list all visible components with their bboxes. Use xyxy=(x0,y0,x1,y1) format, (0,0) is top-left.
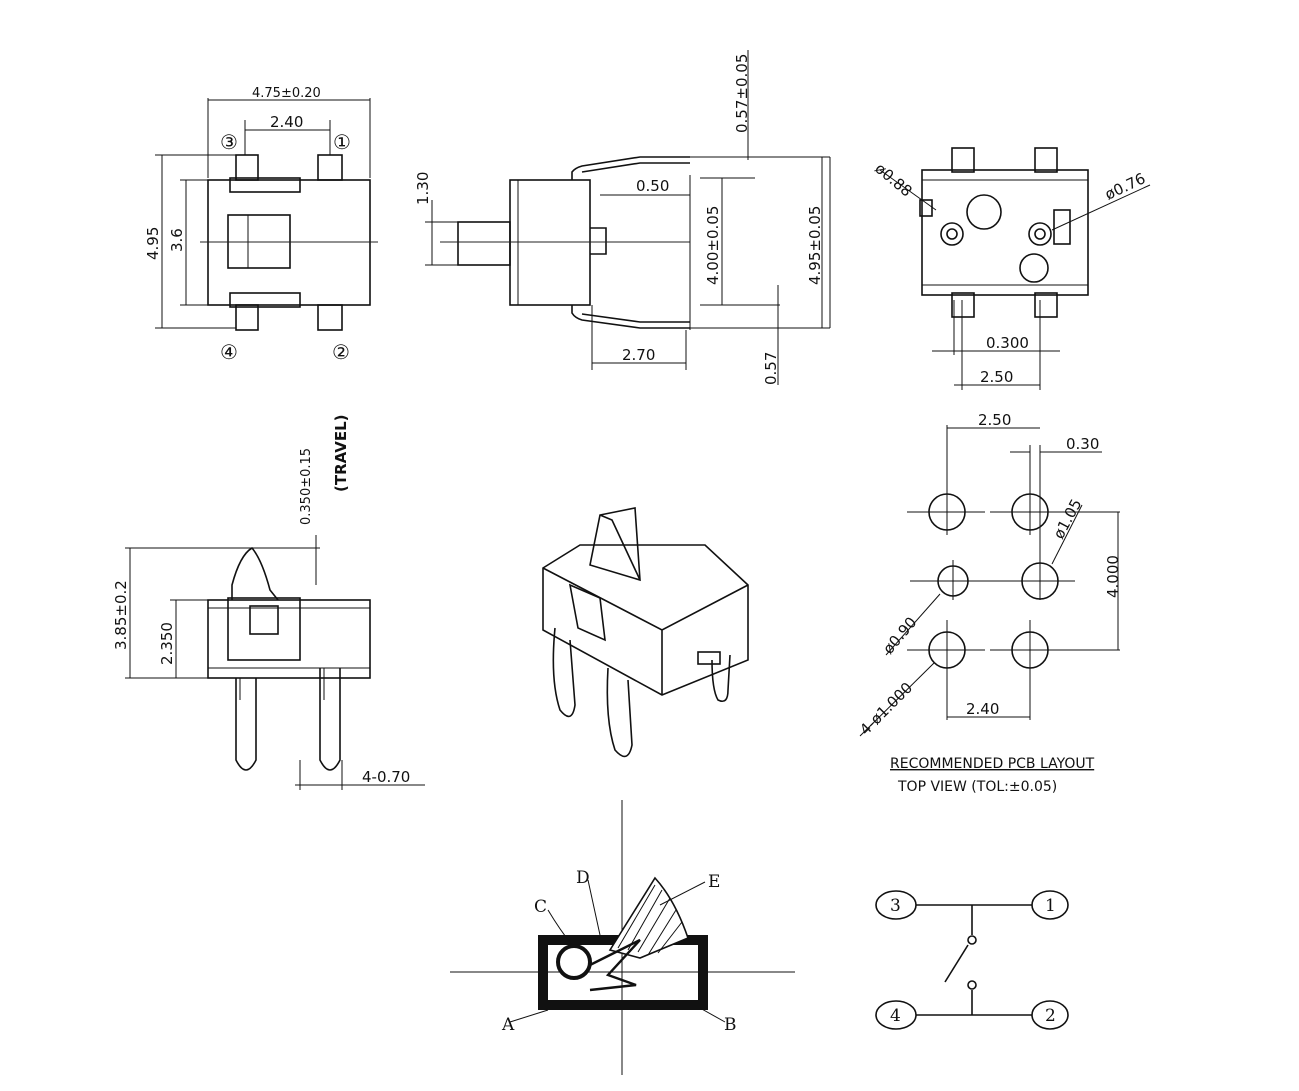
dim-bottom-pitch: 2.50 xyxy=(980,368,1013,386)
pcb-layout-subtitle: TOP VIEW (TOL:±0.05) xyxy=(897,779,1057,795)
pcb-dim-pitch-top: 2.50 xyxy=(978,411,1011,429)
dim-side-body-height: 4.00±0.05 xyxy=(704,206,722,285)
mechanism-label-d: D xyxy=(576,868,590,888)
pin-label-1: ① xyxy=(333,130,351,154)
mechanism-diagram: A B C D E xyxy=(450,800,795,1075)
pcb-layout-title: RECOMMENDED PCB LAYOUT xyxy=(890,756,1095,772)
dim-side-plunger-length: 2.70 xyxy=(622,346,655,364)
pin-label-3: ③ xyxy=(220,130,238,154)
bottom-view: ø0.88 ø0.76 0.300 2.50 xyxy=(871,147,1151,390)
pcb-dim-height: 4.000 xyxy=(1104,555,1122,598)
pcb-dim-holes-four: 4-ø1.000 xyxy=(856,679,916,739)
schematic-pin-4: 4 xyxy=(890,1006,901,1026)
dim-side-plunger-offset: 0.50 xyxy=(636,177,669,195)
top-view: 4.75±0.20 2.40 4.95 3.6 ③ ① ④ ② xyxy=(144,86,378,364)
pin-label-2: ② xyxy=(332,340,350,364)
travel-label: (TRAVEL) xyxy=(332,415,350,493)
mechanism-label-b: B xyxy=(724,1015,737,1035)
mechanism-label-a: A xyxy=(501,1015,515,1035)
dim-front-body-height: 2.350 xyxy=(158,622,176,665)
mechanism-label-c: C xyxy=(534,897,547,917)
dim-front-total-height: 3.85±0.2 xyxy=(112,580,130,650)
dim-top-inner: 3.6 xyxy=(168,228,186,252)
pcb-dim-hole-large: ø1.05 xyxy=(1050,496,1086,542)
dim-top-height: 4.95 xyxy=(144,227,162,260)
dim-side-plunger-height: 1.30 xyxy=(414,172,432,205)
dim-front-pin-width: 4-0.70 xyxy=(362,768,410,786)
dim-front-travel: 0.350±0.15 xyxy=(299,448,314,525)
dim-top-width: 4.75±0.20 xyxy=(252,86,321,101)
switch-schematic: 3 1 4 2 xyxy=(875,890,1069,1030)
dim-bottom-pin-width: 0.300 xyxy=(986,334,1029,352)
dim-bottom-hole-right: ø0.76 xyxy=(1102,169,1148,203)
front-view: 3.85±0.2 2.350 0.350±0.15 (TRAVEL) 4-0.7… xyxy=(112,415,425,790)
pcb-dim-pitch-bottom: 2.40 xyxy=(966,700,999,718)
schematic-pin-3: 3 xyxy=(890,896,901,916)
dim-side-bottom-offset: 0.57 xyxy=(762,352,780,385)
isometric-view xyxy=(542,507,749,758)
mechanism-label-e: E xyxy=(708,872,720,892)
dim-side-top-offset: 0.57±0.05 xyxy=(733,54,751,133)
pcb-layout: 2.50 0.30 ø1.05 4.000 ø0.90 4-ø1.000 2.4… xyxy=(856,411,1122,795)
dim-top-pitch: 2.40 xyxy=(270,113,303,131)
dim-bottom-hole-left: ø0.88 xyxy=(871,159,915,200)
schematic-pin-2: 2 xyxy=(1045,1006,1056,1026)
pcb-dim-offset: 0.30 xyxy=(1066,435,1099,453)
pcb-dim-hole-mid: ø0.90 xyxy=(879,613,920,657)
dim-side-total-height: 4.95±0.05 xyxy=(806,206,824,285)
pin-label-4: ④ xyxy=(220,340,238,364)
schematic-pin-1: 1 xyxy=(1045,896,1056,916)
side-view: 0.57±0.05 1.30 0.50 4.00±0.05 4.95±0.05 … xyxy=(414,50,831,385)
